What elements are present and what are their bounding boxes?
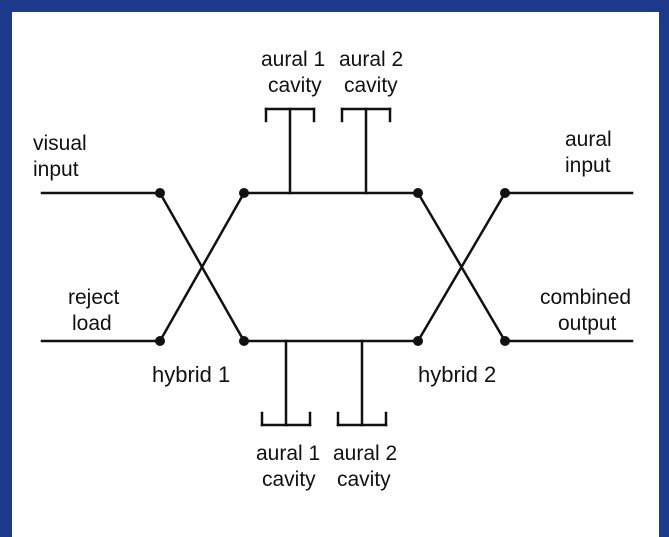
junction-dot [239, 188, 249, 198]
frame-border-top [0, 0, 669, 12]
combined-output-label-line1: combined [540, 286, 631, 309]
junction-dot [155, 188, 165, 198]
frame-border-right [659, 0, 669, 537]
visual-input-label-line2: input [33, 158, 79, 181]
aural-input-label-line1: aural [565, 128, 612, 151]
junction-dot [500, 336, 510, 346]
junction-dot [500, 188, 510, 198]
junction-dot [155, 336, 165, 346]
bottom-cavity-2-label-line2: cavity [337, 468, 391, 491]
bottom-cavity-2-stub [336, 339, 388, 427]
junction-dot [413, 336, 423, 346]
bottom-cavity-1-label-line2: cavity [262, 468, 316, 491]
junction-dot [413, 188, 423, 198]
hybrid-2-label: hybrid 2 [418, 362, 496, 387]
top-cavity-1-label-line2: cavity [268, 74, 322, 97]
reject-load-label-line1: reject [68, 286, 120, 309]
visual-input-label-line1: visual [33, 132, 87, 155]
frame-border-left [0, 0, 12, 537]
hybrid1-cross-b [158, 191, 246, 343]
aural-input-label-line2: input [565, 154, 611, 177]
top-cavity-1-label-line1: aural 1 [261, 48, 325, 71]
hybrid2-cross-b [416, 191, 507, 343]
bottom-cavity-2-label-line1: aural 2 [333, 442, 397, 465]
hybrid-1-label: hybrid 1 [152, 362, 230, 387]
bottom-cavity-1-label-line1: aural 1 [256, 442, 320, 465]
junction-dot [239, 336, 249, 346]
top-cavity-2-label-line1: aural 2 [339, 48, 403, 71]
combined-output-label-line2: output [558, 312, 617, 335]
reject-load-label-line2: load [72, 312, 112, 335]
top-cavity-2-stub [340, 107, 392, 195]
bottom-cavity-1-stub [260, 339, 312, 427]
top-cavity-1-stub [264, 107, 316, 195]
top-cavity-2-label-line2: cavity [344, 74, 398, 97]
